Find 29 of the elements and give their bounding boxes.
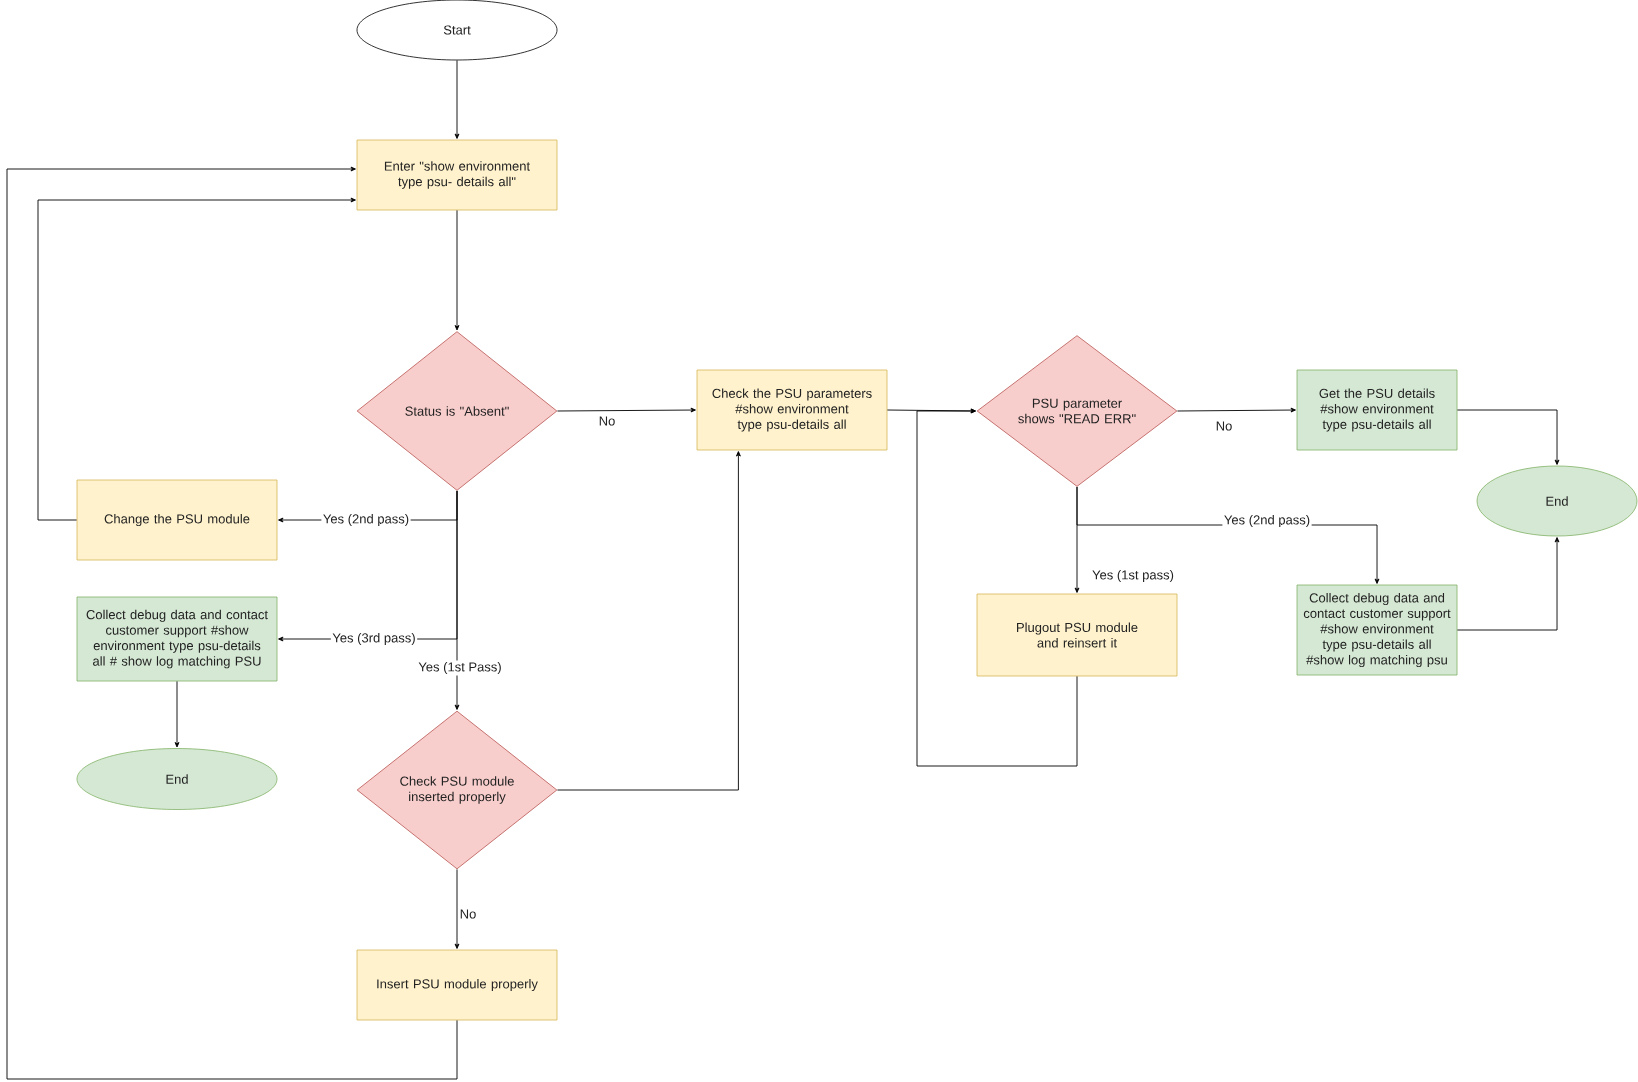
process-box: Get the PSU details #show environment type psu-details all bbox=[1296, 369, 1458, 451]
arrow bbox=[1456, 537, 1560, 631]
arrow bbox=[174, 680, 180, 748]
arrow bbox=[6, 166, 458, 1080]
arrow bbox=[37, 197, 356, 521]
arrow bbox=[1176, 407, 1296, 413]
arrow bbox=[454, 490, 460, 710]
edge-label: Yes (1st Pass) bbox=[416, 660, 504, 676]
process-box: Collect debug data and contact customer support #show environment type psu-details all #show log matching psu bbox=[1296, 584, 1458, 676]
arrow bbox=[454, 59, 460, 139]
edge-label: Yes (1st pass) bbox=[1090, 568, 1176, 584]
arrow bbox=[556, 407, 696, 413]
edge-label: Yes (2nd pass) bbox=[1222, 513, 1312, 529]
process-box: Change the PSU module bbox=[76, 479, 278, 561]
arrow bbox=[454, 868, 460, 949]
edge-label: Yes (2nd pass) bbox=[321, 512, 411, 528]
arrow bbox=[1456, 409, 1560, 465]
process-box: Insert PSU module properly bbox=[356, 949, 558, 1021]
edge-label: Yes (3rd pass) bbox=[330, 631, 418, 647]
process-box: Collect debug data and contact customer support #show environment type psu-details all # show log matching PSU bbox=[76, 596, 278, 682]
edge-label: No bbox=[1214, 419, 1234, 433]
process-box: Plugout PSU module and reinsert it bbox=[976, 593, 1178, 677]
edge-label: No bbox=[597, 414, 617, 428]
process-box: Enter "show environment type psu- details all" bbox=[356, 139, 558, 211]
process-box: Check the PSU parameters #show environment type psu-details all bbox=[696, 369, 888, 451]
arrow bbox=[556, 451, 741, 791]
arrow bbox=[916, 408, 1078, 767]
arrow bbox=[454, 209, 460, 331]
edge-label: No bbox=[458, 908, 478, 921]
